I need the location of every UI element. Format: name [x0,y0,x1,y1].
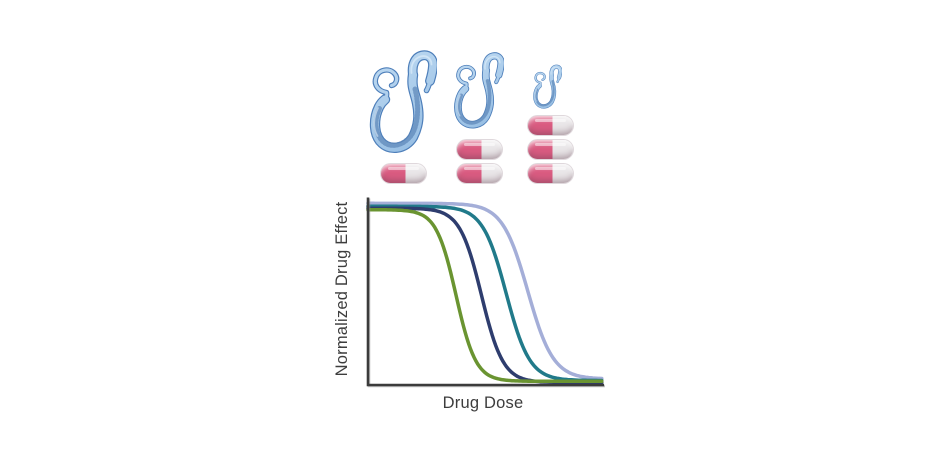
curve-teal [366,204,604,383]
curves-layer [366,201,604,385]
y-axis-label: Normalized Drug Effect [333,201,351,376]
pill-stack-large-worm [381,110,426,183]
pill-stack-medium-worm [457,110,502,183]
pill-capsule-icon [457,163,502,183]
chart-axes [366,197,604,387]
c-elegans-small-worm-icon [532,64,562,110]
pill-capsule-icon [528,163,573,183]
pill-stack-small-worm [528,110,573,183]
pill-capsule-icon [528,139,573,159]
curve-periwinkle [366,201,604,381]
curve-green [366,207,604,384]
x-axis-label: Drug Dose [443,394,524,412]
dose-response-chart: Normalized Drug Effect Drug Dose [333,197,604,412]
pill-capsule-icon [528,115,573,135]
pill-capsule-icon [457,139,502,159]
pill-capsule-icon [381,163,426,183]
